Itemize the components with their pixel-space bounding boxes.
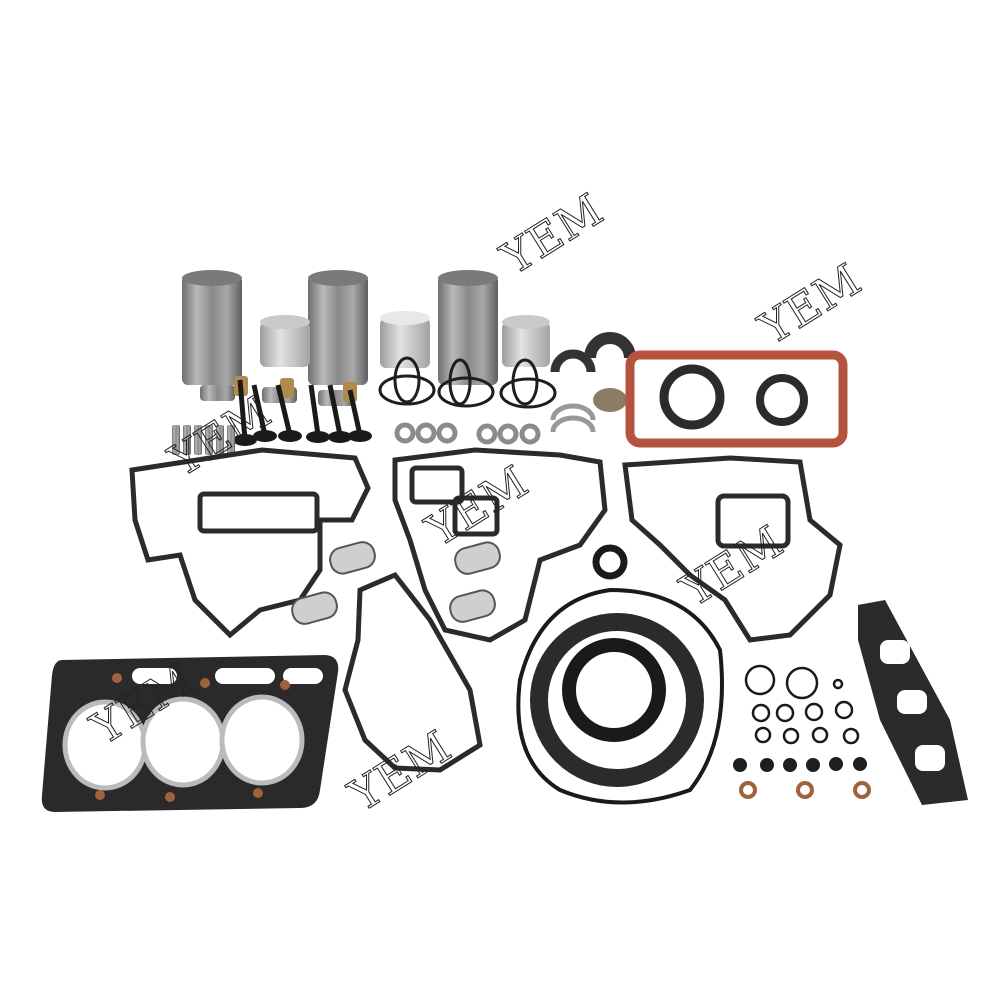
port-gaskets [291, 541, 501, 625]
gear-case-gasket-center [392, 447, 608, 643]
seat-inserts [394, 422, 541, 445]
oil-pan-gasket [625, 350, 848, 448]
small-seal [592, 544, 628, 580]
piston-rings [378, 356, 557, 409]
copper-washers [739, 781, 871, 799]
bearings [550, 332, 636, 433]
crankshaft-seal-group [516, 587, 724, 805]
valve-guides [172, 425, 235, 455]
gear-case-gasket-right [622, 455, 843, 643]
valve-heads [233, 430, 372, 446]
water-pump-gasket [342, 571, 483, 773]
cylinder-liners [182, 270, 498, 385]
cylinder-head-gasket [41, 655, 339, 812]
o-rings [744, 664, 860, 745]
exhaust-manifold-gasket [858, 600, 968, 805]
gear-case-gasket-left [129, 447, 371, 639]
valves [237, 379, 363, 441]
pistons [260, 311, 550, 368]
valve-stem-seals [733, 757, 867, 772]
